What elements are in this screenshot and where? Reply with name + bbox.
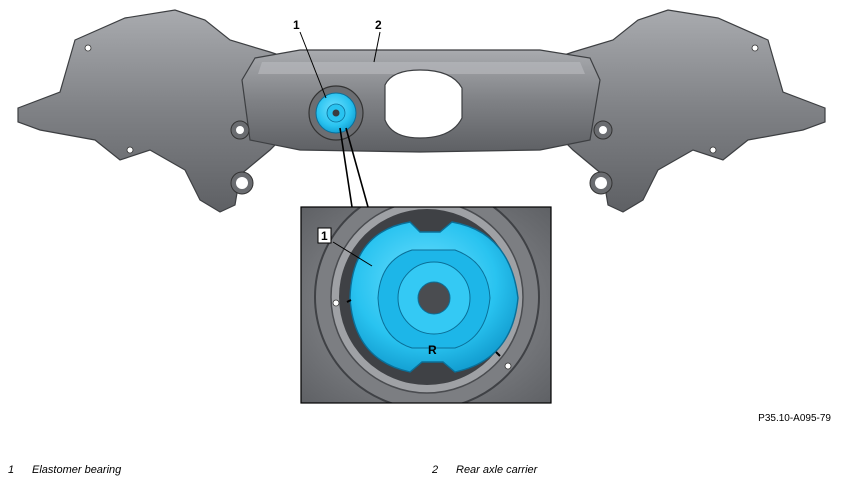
elastomer-bearing-detail — [346, 221, 519, 373]
legend-number: 2 — [432, 464, 439, 476]
legend-text: Elastomer bearing — [32, 464, 122, 476]
detail-view: 1 R — [300, 206, 552, 404]
elastomer-bearing-small — [315, 92, 357, 134]
legend-number: 1 — [8, 464, 15, 476]
callout-1-detail: 1 — [321, 229, 328, 243]
callout-1-detail-box — [317, 227, 332, 244]
figure-id: P35.10-A095-79 — [758, 413, 831, 424]
rear-axle-carrier — [17, 9, 826, 213]
right-side-member — [542, 9, 826, 213]
leader-1-top — [299, 31, 327, 99]
leader-1-detail — [332, 241, 373, 267]
callout-1-top: 1 — [293, 18, 300, 32]
marker-r: R — [428, 343, 437, 357]
left-side-member — [17, 9, 301, 213]
legend-item-1: 1 Elastomer bearing — [8, 464, 121, 476]
zoom-line-right — [345, 127, 369, 208]
legend-text: Rear axle carrier — [456, 464, 538, 476]
callout-2-top: 2 — [375, 18, 382, 32]
zoom-line-left — [339, 127, 353, 208]
leader-2-top — [373, 31, 381, 63]
legend-item-2: 2 Rear axle carrier — [432, 464, 537, 476]
carrier-opening — [384, 69, 463, 139]
